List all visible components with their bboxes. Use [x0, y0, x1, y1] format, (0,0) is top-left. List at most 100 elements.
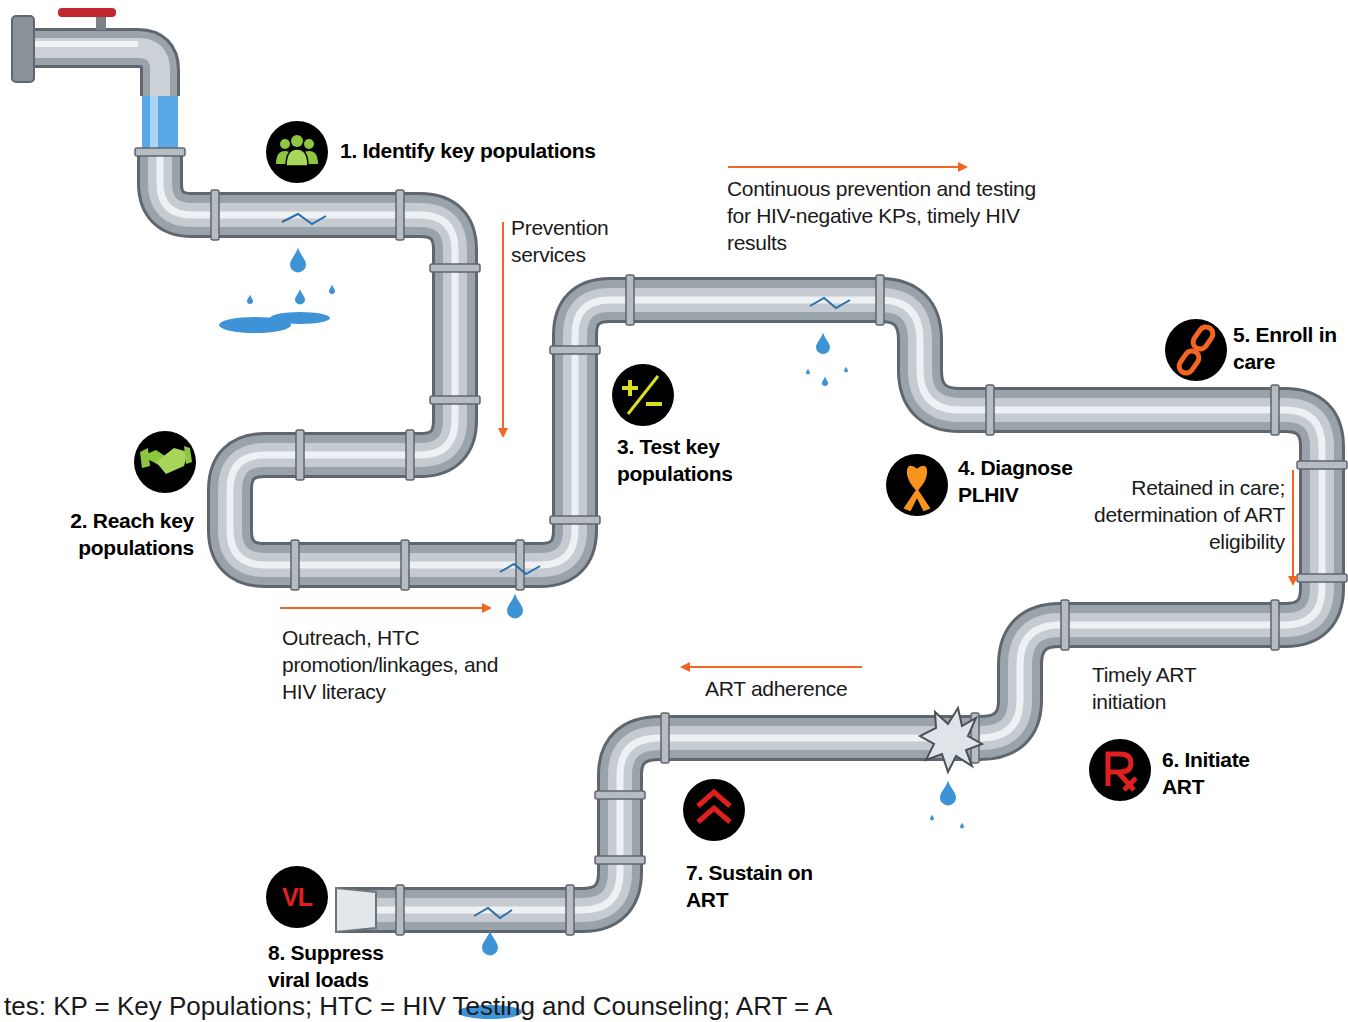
- arrow-group: [280, 167, 1293, 667]
- water-drop: [290, 248, 306, 273]
- icon-handshake: [134, 431, 196, 493]
- pipe-flange: [1297, 574, 1347, 582]
- step-label: 3. Test key populations: [617, 434, 767, 488]
- pipe-flange: [550, 346, 600, 354]
- flange-group: [135, 148, 1347, 935]
- pipe-flange: [296, 430, 304, 480]
- pipe-flange: [516, 540, 524, 590]
- faucet-pipe: [30, 48, 160, 96]
- plus-sign: [622, 380, 638, 396]
- pipe-crack: [282, 214, 326, 224]
- faucet: [12, 8, 178, 156]
- water-drop: [930, 814, 934, 820]
- water-highlight: [150, 92, 158, 156]
- stage-note: Prevention services: [511, 215, 641, 269]
- stage-note: ART adherence: [705, 676, 875, 703]
- pipe-crack: [810, 298, 850, 308]
- flow-arrow: [728, 166, 966, 168]
- water-drop: [482, 931, 498, 956]
- step-label: 8. Suppress viral loads: [268, 940, 418, 994]
- person-body: [286, 149, 308, 166]
- minus-sign: [646, 402, 662, 406]
- stage-note: Retained in care; determination of ART e…: [1092, 475, 1285, 556]
- icon-people: [266, 121, 328, 183]
- pipe-crack: [474, 908, 512, 918]
- puddle: [270, 312, 330, 324]
- icon-circle: [886, 454, 948, 516]
- icon-text: VL: [282, 883, 312, 912]
- pipe-flange: [211, 190, 219, 240]
- hand-shape: [156, 448, 188, 474]
- pipe-flange: [1271, 600, 1279, 650]
- pipe-flange: [876, 275, 884, 325]
- pipe-flange: [291, 540, 299, 590]
- icon-circle-node: VL: [266, 866, 328, 928]
- water-drop: [844, 366, 848, 372]
- pipe-flange: [430, 264, 480, 272]
- valve-handle: [58, 8, 116, 17]
- chevron-symbol: [698, 792, 730, 822]
- sleeve-shape: [140, 446, 192, 468]
- chain-link: [1190, 324, 1215, 352]
- pipe-flange: [626, 275, 634, 325]
- icon-link: [1165, 319, 1227, 381]
- pipe-nozzle: [336, 888, 376, 932]
- pipe-flange: [430, 396, 480, 404]
- pipe-body: [160, 150, 1322, 910]
- icon-circle: [683, 779, 745, 841]
- water-drop: [822, 377, 828, 386]
- water-drop: [295, 289, 305, 305]
- flow-arrow: [502, 222, 504, 436]
- pipe-flange: [401, 540, 409, 590]
- rx-symbol: [1108, 754, 1136, 790]
- icon-circle: [612, 364, 674, 426]
- icon-plus-minus: [612, 364, 674, 426]
- pipe-flange: [1271, 385, 1279, 435]
- faucet-highlight: [30, 41, 138, 47]
- person-head: [280, 139, 290, 149]
- pipe-flange: [396, 190, 404, 240]
- pipe-flange: [595, 791, 645, 799]
- step-label: 5. Enroll in care: [1233, 322, 1345, 376]
- pipe-body: [160, 150, 1322, 910]
- pipe-flange: [661, 713, 669, 763]
- pipe-flange: [1297, 461, 1347, 469]
- flow-arrow: [1292, 470, 1294, 584]
- drop-group: [247, 248, 964, 956]
- icon-circle: [1089, 739, 1151, 801]
- pipe-flange: [566, 885, 574, 935]
- step-label: 6. Initiate ART: [1162, 747, 1286, 801]
- chain-link: [1176, 348, 1201, 376]
- pipe-flange: [396, 885, 404, 935]
- water-drop: [329, 285, 335, 294]
- water-drop: [960, 822, 964, 828]
- icon-prescription: [1089, 739, 1151, 801]
- step-label: 7. Sustain on ART: [686, 860, 816, 914]
- valve-stem: [96, 16, 106, 30]
- step-label: 2. Reach key populations: [6, 508, 194, 562]
- crack-group: [282, 214, 850, 918]
- puddle-group: [219, 312, 522, 1019]
- icon-circle: [266, 121, 328, 183]
- pipe-crack: [500, 564, 540, 574]
- person-head: [291, 135, 303, 147]
- pipe-burst: [920, 708, 982, 772]
- pipe-flange: [135, 148, 185, 156]
- faucet-pipe: [30, 48, 160, 96]
- pipe-body: [160, 150, 1322, 910]
- step-label: 1. Identify key populations: [340, 138, 660, 165]
- flow-arrow: [682, 666, 862, 668]
- stage-note: Timely ART initiation: [1092, 662, 1232, 716]
- water-drop: [507, 594, 523, 619]
- icon-ribbon: [886, 454, 948, 516]
- water-stream: [142, 92, 178, 156]
- water-drop: [806, 368, 810, 374]
- footnote: tes: KP = Key Populations; HTC = HIV Tes…: [4, 990, 1344, 1022]
- wall-flange: [12, 16, 34, 82]
- person-head: [304, 139, 314, 149]
- pipe-flange: [595, 856, 645, 864]
- icon-chevrons: [683, 779, 745, 841]
- slash: [628, 376, 658, 414]
- pipe-flange: [550, 516, 600, 524]
